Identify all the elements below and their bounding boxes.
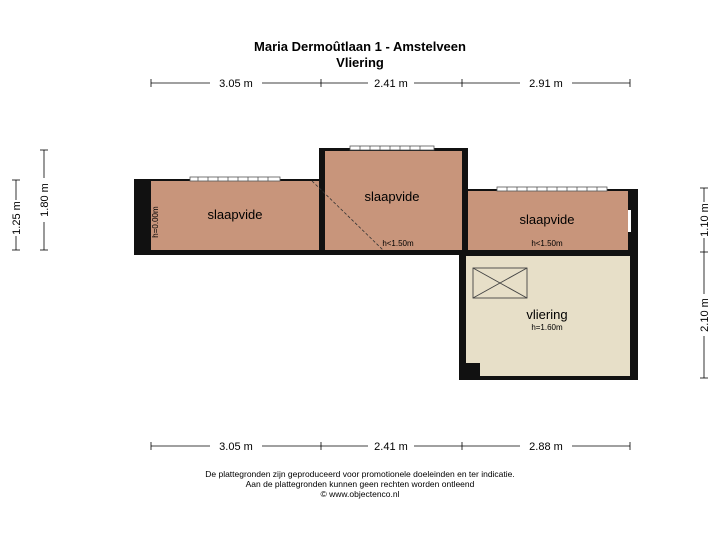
room-height-slaapvide-middle: h<1.50m [382,239,414,248]
top-dim-1: 3.05 m [219,78,253,90]
top-dim-3: 2.91 m [529,78,563,90]
right-dim-2: 2.10 m [699,298,711,332]
skylight-window-right [496,186,608,192]
footer-disclaimer-2: Aan de plattegronden kunnen geen rechten… [245,479,475,489]
room-height-slaapvide-left: h=0.00m [151,206,160,238]
room-slaapvide-middle [320,150,464,253]
plan-title-floor: Vliering [336,55,384,70]
top-dim-2: 2.41 m [374,78,408,90]
left-dim-1: 1.25 m [11,201,23,235]
right-dim-1: 1.10 m [699,203,711,237]
wall-opening [628,210,631,232]
room-slaapvide-left [136,180,322,253]
right-dimension-lines [700,187,708,379]
footer-disclaimer-1: De plattegronden zijn geproduceerd voor … [205,469,515,479]
skylight-window-middle [349,145,435,151]
footer-copyright: © www.objectenco.nl [320,489,400,499]
left-dim-2: 1.80 m [39,183,51,217]
bottom-dimension-line [150,442,631,450]
room-label-slaapvide-right: slaapvide [520,212,575,227]
room-height-vliering: h=1.60m [531,323,563,332]
room-label-vliering: vliering [526,307,567,322]
room-label-slaapvide-middle: slaapvide [365,189,420,204]
room-label-slaapvide-left: slaapvide [208,207,263,222]
low-height-boundary-line [311,180,384,251]
top-dimension-line [150,79,631,87]
plan-title-address: Maria Dermoûtlaan 1 - Amstelveen [254,39,466,54]
roof-hatch-icon [472,267,528,299]
skylight-window-left [189,176,281,182]
left-dimension-lines [12,149,48,251]
bottom-dim-3: 2.88 m [529,441,563,453]
room-slaapvide-right [463,190,636,253]
room-vliering [463,253,636,378]
bottom-dim-2: 2.41 m [374,441,408,453]
bottom-dim-1: 3.05 m [219,441,253,453]
room-height-slaapvide-right: h<1.50m [531,239,563,248]
